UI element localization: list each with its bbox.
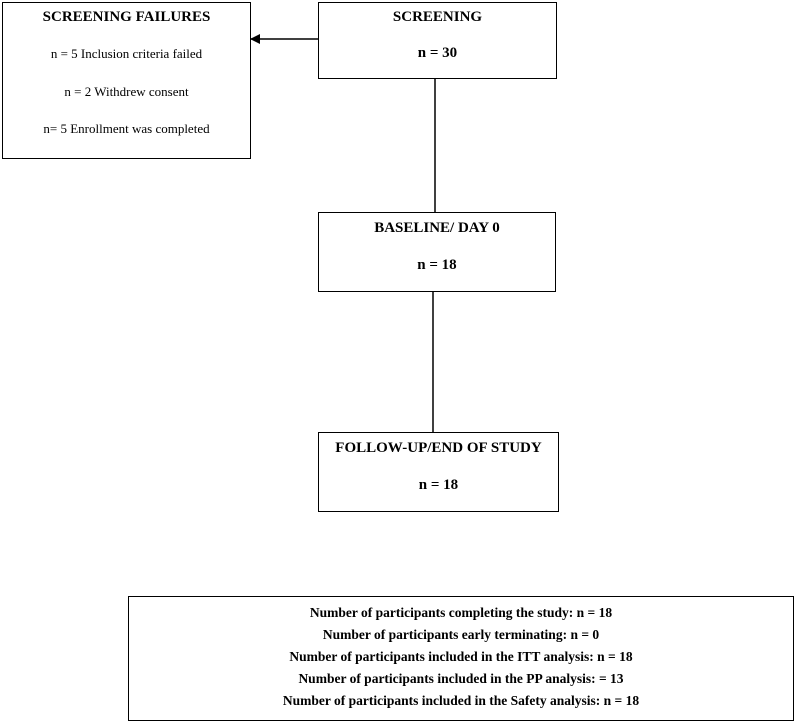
screening-failures-box: SCREENING FAILURES n = 5 Inclusion crite… xyxy=(2,2,251,159)
follow-up-title: FOLLOW-UP/END OF STUDY xyxy=(335,440,542,456)
screening-box: SCREENING n = 30 xyxy=(318,2,557,79)
follow-up-box: FOLLOW-UP/END OF STUDY n = 18 xyxy=(318,432,559,512)
summary-completing: Number of participants completing the st… xyxy=(309,605,613,620)
failure-reason-inclusion: n = 5 Inclusion criteria failed xyxy=(50,46,203,61)
failure-reason-withdrew: n = 2 Withdrew consent xyxy=(64,84,189,99)
screening-title: SCREENING xyxy=(392,9,483,25)
summary-pp-analysis: Number of participants included in the P… xyxy=(298,671,624,686)
summary-early-terminating: Number of participants early terminating… xyxy=(322,627,600,642)
summary-itt-analysis: Number of participants included in the I… xyxy=(289,649,633,664)
follow-up-count: n = 18 xyxy=(418,477,459,493)
screening-failures-title: SCREENING FAILURES xyxy=(42,9,211,25)
summary-box: Number of participants completing the st… xyxy=(128,596,794,721)
baseline-title: BASELINE/ DAY 0 xyxy=(374,220,500,236)
summary-safety-analysis: Number of participants included in the S… xyxy=(282,693,640,708)
baseline-box: BASELINE/ DAY 0 n = 18 xyxy=(318,212,556,292)
baseline-count: n = 18 xyxy=(417,257,457,273)
screening-count: n = 30 xyxy=(417,45,458,61)
failure-reason-enrollment: n= 5 Enrollment was completed xyxy=(43,121,210,136)
